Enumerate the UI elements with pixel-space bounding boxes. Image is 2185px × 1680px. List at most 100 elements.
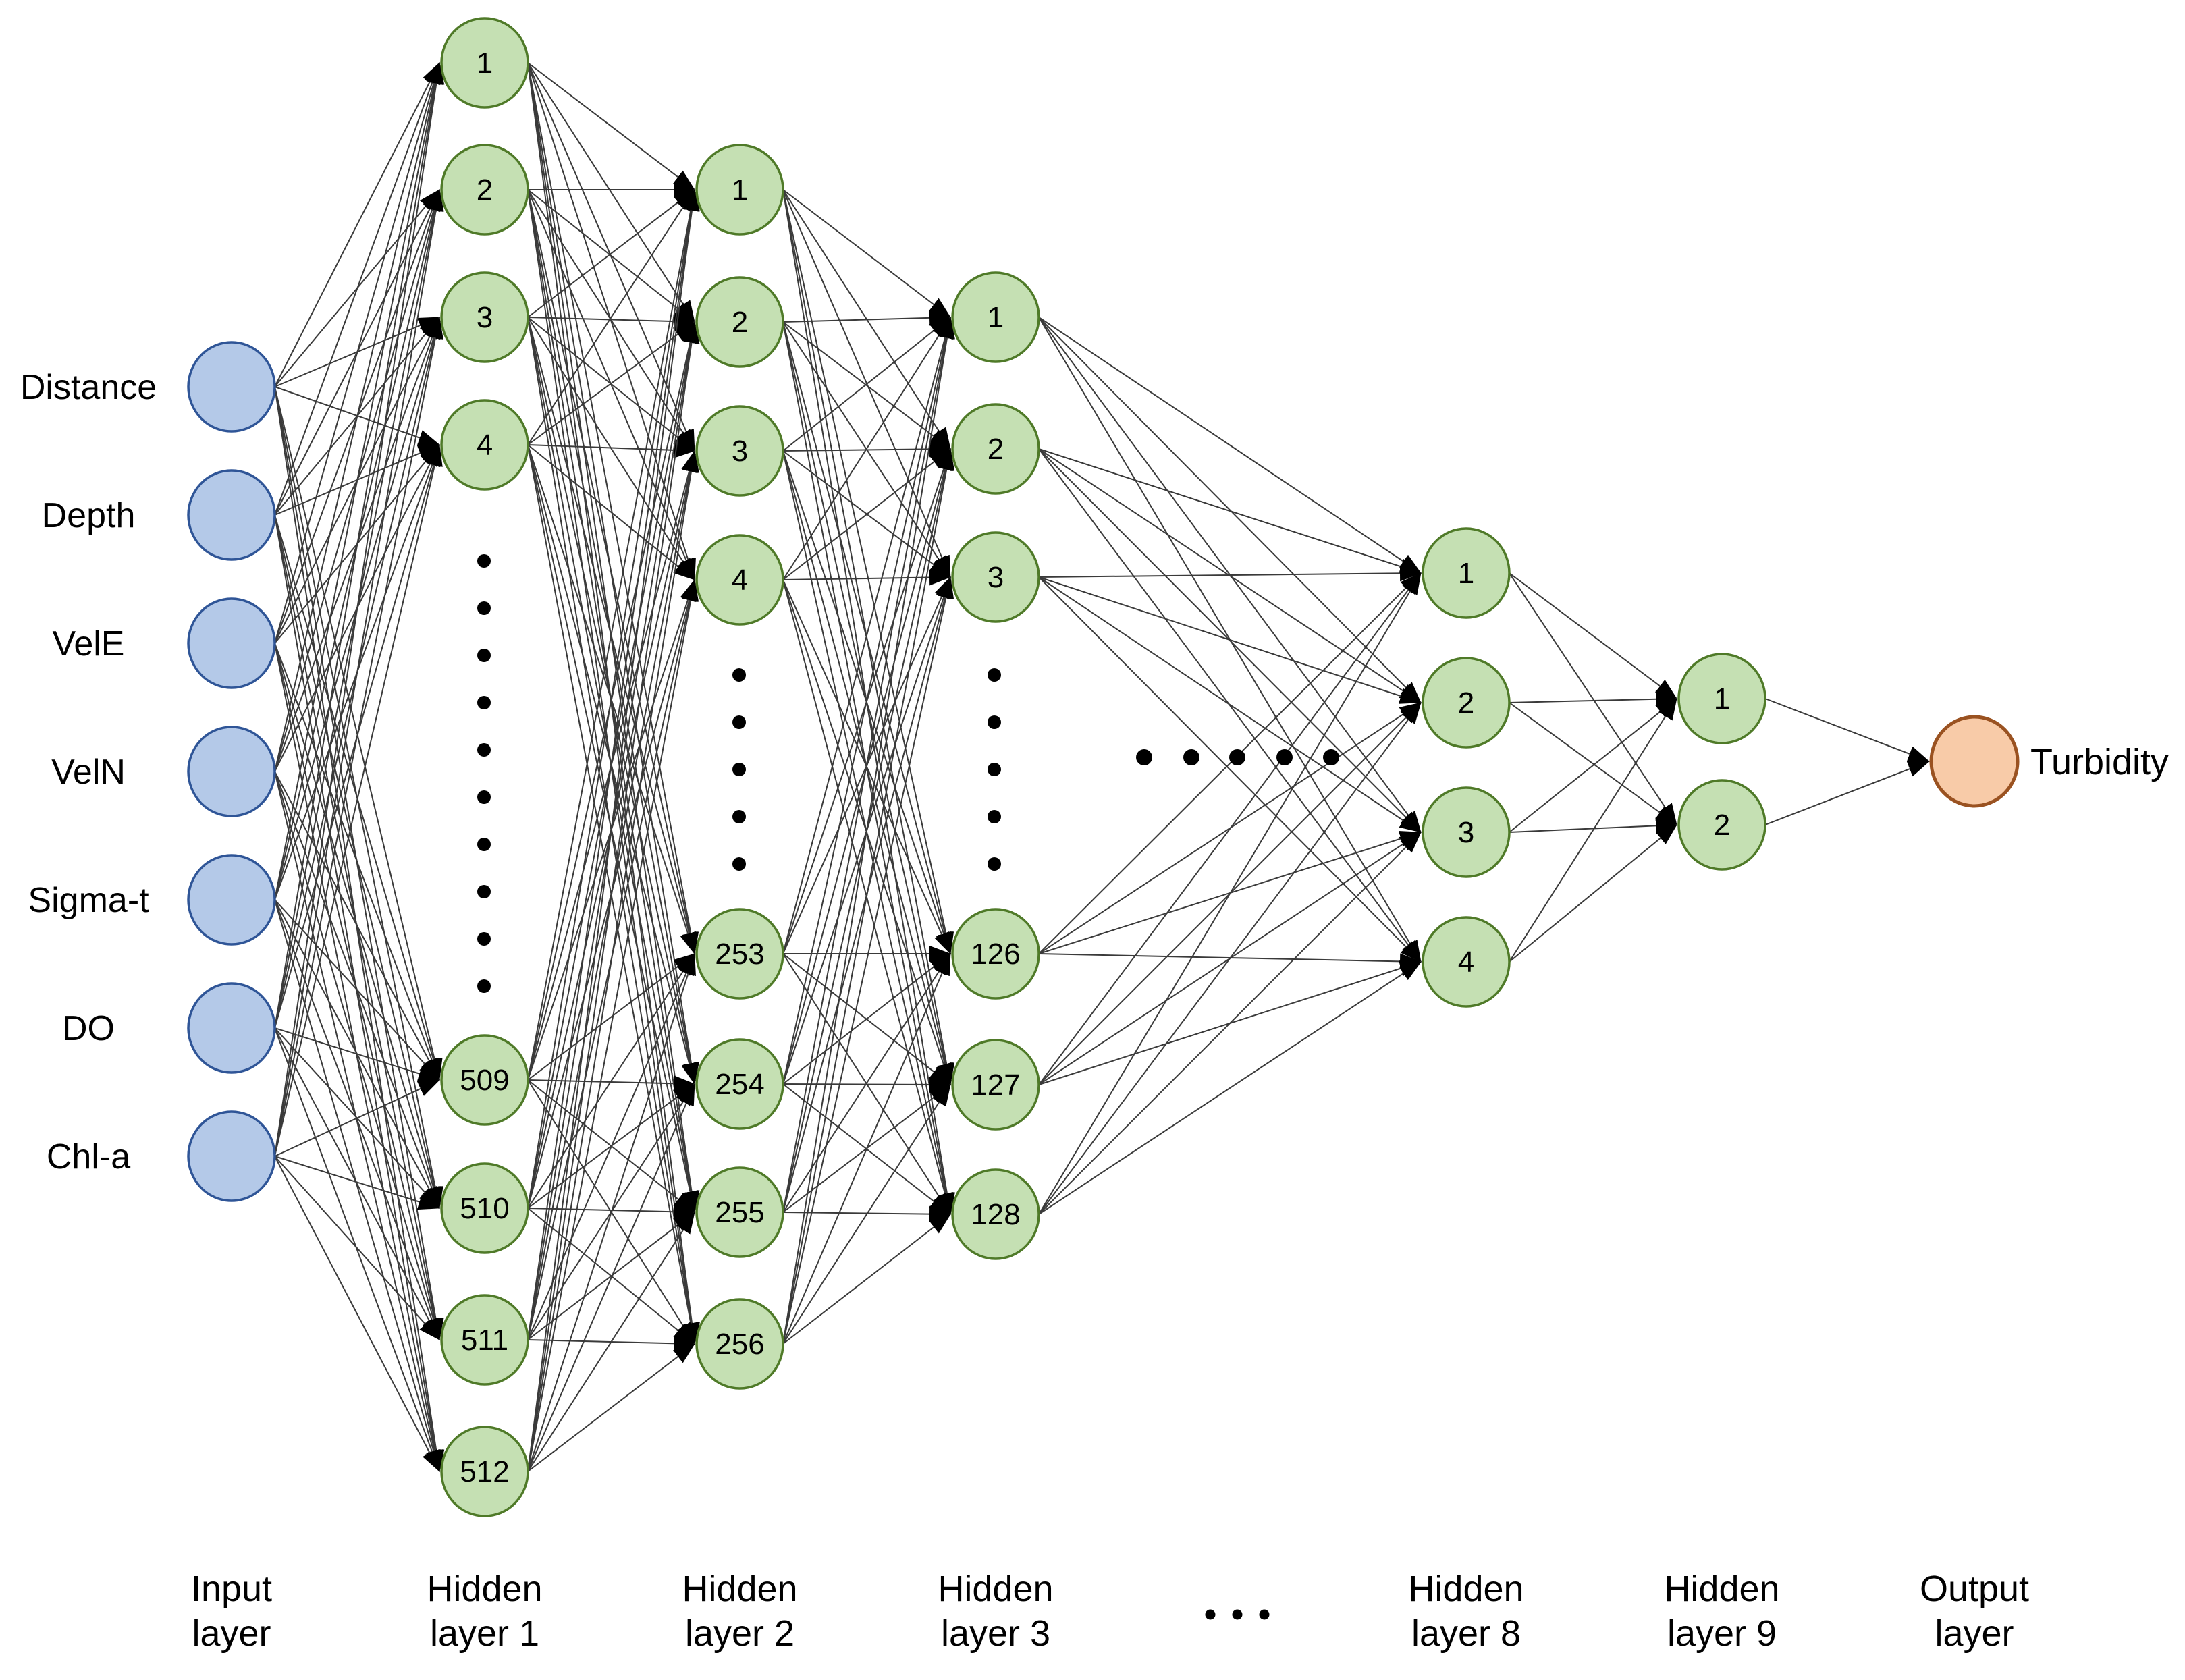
edge-input-to-hidden1 <box>274 1027 440 1340</box>
hidden2-gap-dot <box>732 715 746 729</box>
output-caption-line2: layer <box>1935 1613 2014 1654</box>
edge-hidden1-to-hidden2 <box>527 953 695 1209</box>
edge-hidden2-to-hidden3 <box>782 321 951 450</box>
edge-input-to-hidden1 <box>274 62 443 772</box>
edge-hidden3-to-hidden8 <box>1038 448 1422 574</box>
edge-hidden2-to-hidden3 <box>782 317 954 1085</box>
hidden3-node-128 <box>951 1168 1040 1260</box>
input-caption-line1: Input <box>191 1569 272 1609</box>
edge-hidden2-to-hidden3 <box>782 953 951 1345</box>
hidden3-gap-dot <box>988 810 1001 823</box>
hidden3-node-127 <box>951 1039 1040 1131</box>
edge-hidden1-to-hidden2 <box>527 189 700 1472</box>
hidden1-gap-dot <box>477 649 491 662</box>
edge-hidden8-to-hidden9 <box>1509 824 1677 963</box>
hidden1-node-label-1: 1 <box>477 47 493 80</box>
edge-input-to-hidden1 <box>274 1156 440 1210</box>
hidden1-node-label-509: 509 <box>460 1064 509 1097</box>
edge-hidden1-to-hidden2 <box>527 1083 695 1472</box>
input-caption-line2: layer <box>192 1613 271 1654</box>
hidden3-node-label-2: 2 <box>988 433 1004 466</box>
hidden3-node-label-128: 128 <box>971 1198 1020 1231</box>
skipped-layers-dot <box>1183 749 1199 765</box>
edge-hidden1-to-hidden2 <box>527 450 699 1472</box>
hidden2-node-label-4: 4 <box>732 564 748 597</box>
hidden2-node-2 <box>695 276 784 368</box>
edge-hidden9-to-output <box>1764 761 1930 825</box>
skipped-layers-caption-dot <box>1205 1609 1216 1620</box>
hidden3-node-2 <box>951 403 1040 495</box>
input-node-depth <box>187 469 276 561</box>
skipped-layers-dot <box>1136 749 1152 765</box>
hidden1-node-510 <box>440 1162 529 1254</box>
input-node-distance <box>187 341 276 433</box>
hidden1-node-label-4: 4 <box>477 429 493 462</box>
edge-hidden2-to-hidden3 <box>782 317 953 954</box>
hidden3-node-label-3: 3 <box>988 561 1004 594</box>
edge-hidden9-to-output <box>1764 698 1930 762</box>
edge-hidden3-to-hidden8 <box>1038 572 1422 1085</box>
hidden8-node-3 <box>1422 786 1511 878</box>
input-variable-label-vele: VelE <box>53 624 125 663</box>
hidden3-node-label-1: 1 <box>988 301 1004 334</box>
edge-input-to-hidden1 <box>274 62 440 516</box>
hidden9-node-label-1: 1 <box>1714 682 1730 715</box>
skipped-layers-caption-dot <box>1232 1609 1243 1620</box>
hidden1-caption-line2: layer 1 <box>430 1613 539 1654</box>
edge-hidden3-to-hidden8 <box>1038 702 1422 1215</box>
hidden1-gap-dot <box>477 696 491 709</box>
hidden2-node-254 <box>695 1038 784 1130</box>
hidden8-caption-line2: layer 8 <box>1411 1613 1521 1654</box>
hidden1-gap-dot <box>477 554 491 568</box>
edge-hidden8-to-hidden9 <box>1509 690 1677 707</box>
edge-hidden1-to-hidden2 <box>527 953 696 1472</box>
input-node-vele <box>187 597 276 689</box>
hidden8-node-label-1: 1 <box>1458 557 1474 590</box>
skipped-layers-dot <box>1229 749 1245 765</box>
edge-hidden3-to-hidden8 <box>1038 317 1422 574</box>
edge-hidden1-to-hidden2 <box>527 1212 695 1472</box>
connections-group <box>274 62 1930 1472</box>
input-variable-label-distance: Distance <box>20 368 157 407</box>
hidden3-caption-line1: Hidden <box>938 1569 1053 1609</box>
edge-input-to-hidden1 <box>274 1156 440 1472</box>
edge-hidden2-to-hidden3 <box>782 317 951 580</box>
hidden1-node-label-3: 3 <box>477 301 493 334</box>
hidden2-caption-line2: layer 2 <box>685 1613 794 1654</box>
edge-hidden1-to-hidden2 <box>527 189 700 1340</box>
hidden1-node-label-2: 2 <box>477 173 493 207</box>
hidden1-node-511 <box>440 1294 529 1386</box>
edge-hidden1-to-hidden2 <box>527 189 699 1081</box>
hidden2-gap-dot <box>732 763 746 776</box>
hidden3-node-3 <box>951 531 1040 623</box>
output-node-turbidity <box>1929 715 2020 808</box>
hidden3-gap-dot <box>988 763 1001 776</box>
edge-hidden1-to-hidden2 <box>527 313 695 330</box>
edge-hidden3-to-hidden8 <box>1038 961 1422 1215</box>
edge-hidden2-to-hidden3 <box>782 1084 951 1345</box>
hidden1-node-label-510: 510 <box>460 1192 509 1225</box>
edge-hidden8-to-hidden9 <box>1509 572 1677 825</box>
skipped-layers-caption-dot <box>1259 1609 1270 1620</box>
hidden1-node-label-511: 511 <box>461 1324 508 1357</box>
hidden3-gap-dot <box>988 715 1001 729</box>
edge-hidden3-to-hidden8 <box>1038 576 1422 704</box>
input-variable-label-depth: Depth <box>42 496 136 535</box>
hidden1-gap-dot <box>477 979 491 993</box>
input-variable-label-sigma-t: Sigma-t <box>28 881 149 920</box>
edge-hidden2-to-hidden3 <box>782 448 955 1345</box>
hidden1-gap-dot <box>477 932 491 946</box>
edge-hidden8-to-hidden9 <box>1509 572 1677 699</box>
edge-hidden2-to-hidden3 <box>782 569 951 586</box>
edge-hidden1-to-hidden2 <box>527 62 695 190</box>
hidden2-node-label-253: 253 <box>715 938 764 971</box>
edge-input-to-hidden1 <box>274 62 445 1157</box>
skipped-layers-dot <box>1276 749 1293 765</box>
edge-hidden2-to-hidden3 <box>782 317 955 1345</box>
edge-hidden2-to-hidden3 <box>782 317 951 452</box>
output-caption-line1: Output <box>1920 1569 2029 1609</box>
edge-hidden1-to-hidden2 <box>527 1343 695 1472</box>
hidden3-node-126 <box>951 908 1040 1000</box>
hidden3-caption-line2: layer 3 <box>941 1613 1050 1654</box>
